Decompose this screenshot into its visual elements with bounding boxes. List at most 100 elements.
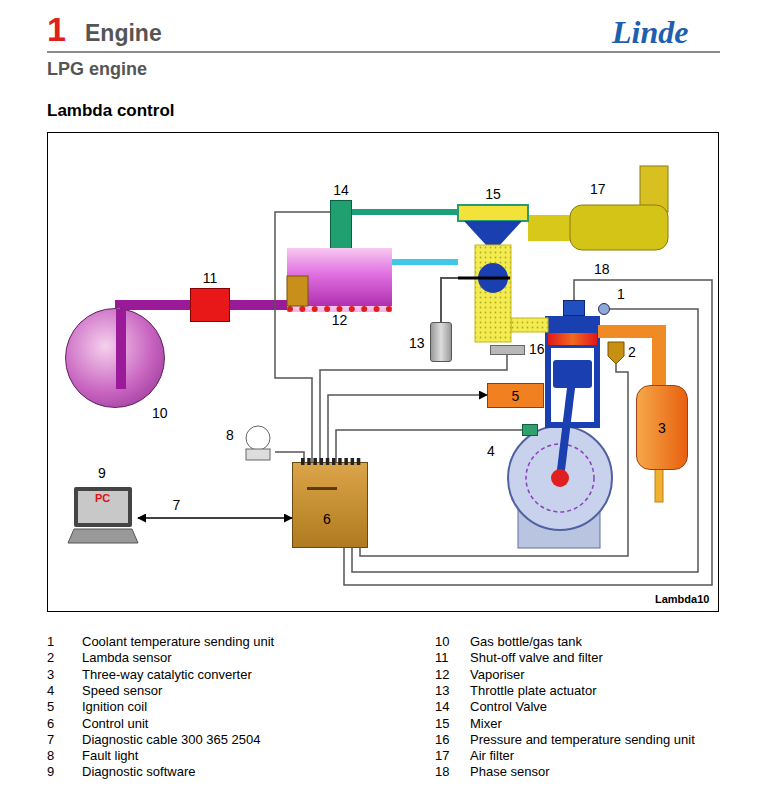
callout-number: 17 — [590, 181, 606, 197]
pressure-sensor: 16 — [490, 345, 525, 355]
heading-label: LPG engine — [47, 59, 147, 80]
vaporiser-inlet — [287, 276, 308, 306]
signal-wire — [352, 309, 698, 572]
parts-list-number: 15 — [435, 716, 449, 731]
parts-list-text: Fault light — [82, 748, 138, 763]
parts-list-number: 3 — [47, 667, 54, 682]
callout-number: 14 — [311, 182, 371, 198]
parts-list-text: Control unit — [82, 716, 148, 731]
parts-list-number: 18 — [435, 764, 449, 779]
callout-number: 11 — [171, 270, 249, 286]
laptop: 9PC — [68, 487, 138, 543]
catalytic-converter: 3 — [636, 385, 688, 470]
callout-number: 12 — [267, 312, 412, 328]
parts-list-number: 1 — [47, 634, 54, 649]
gas-hose — [352, 209, 458, 215]
signal-wire — [275, 452, 304, 462]
speed-sensor: 4 — [522, 424, 538, 436]
air-filter: 17 — [570, 205, 668, 250]
ignition-coil: 5 — [487, 383, 544, 408]
tail-pipe — [655, 466, 663, 502]
piston — [553, 360, 592, 388]
parts-list-text: Vaporiser — [470, 667, 525, 682]
parts-list-text: Control Valve — [470, 699, 547, 714]
sensor-body — [608, 342, 624, 364]
gas-hose — [392, 259, 458, 265]
crank-pin — [551, 469, 569, 487]
parts-list-number: 4 — [47, 683, 54, 698]
callout-number: 2 — [628, 344, 636, 360]
tank-pipe — [116, 309, 126, 389]
parts-list-text: Diagnostic cable 300 365 2504 — [82, 732, 261, 747]
callout-number: 15 — [438, 186, 548, 202]
connector-pin — [332, 458, 336, 465]
shape-outline — [293, 463, 367, 547]
connector-pin — [313, 458, 317, 465]
parts-list-number: 7 — [47, 732, 54, 747]
callout-number: 1 — [617, 286, 625, 302]
shape-outline — [570, 205, 668, 250]
callout-number: 8 — [226, 427, 234, 443]
crankcase — [508, 426, 612, 530]
parts-list-text: Gas bottle/gas tank — [470, 634, 582, 649]
diagram-title: Lambda control — [47, 101, 175, 121]
connector-pin — [344, 458, 348, 465]
callout-number: 4 — [487, 443, 495, 459]
lamp-base — [246, 449, 270, 460]
vaporiser: 12 — [287, 248, 392, 312]
shape-outline — [458, 205, 528, 342]
parts-list-number: 13 — [435, 683, 449, 698]
edge-label: 7 — [171, 497, 183, 513]
parts-list-text: Shut-off valve and filter — [470, 650, 603, 665]
callout-number: 3 — [637, 420, 687, 436]
cylinder-head — [545, 316, 600, 345]
heading-label: Lambda10 — [655, 593, 709, 605]
diagnostic-cable — [138, 517, 292, 519]
air-duct — [528, 215, 570, 241]
connector-pin — [326, 458, 330, 465]
header-rule — [47, 51, 720, 53]
bulb — [246, 426, 270, 450]
parts-list-text: Ignition coil — [82, 699, 147, 714]
lambda-sensor: 2 — [608, 342, 624, 364]
heading-label: Linde — [612, 14, 688, 51]
parts-list-number: 5 — [47, 699, 54, 714]
signal-wire — [336, 430, 522, 462]
parts-list-number: 11 — [435, 650, 449, 665]
mixer-body — [475, 245, 511, 342]
throttle-linkage — [441, 278, 458, 322]
exhaust-down-pipe — [652, 325, 666, 387]
parts-list-text: Speed sensor — [82, 683, 162, 698]
parts-list-number: 6 — [47, 716, 54, 731]
gas-tank: 10 — [65, 308, 165, 408]
connector-pin — [338, 458, 342, 465]
screen-text: PC — [95, 492, 110, 504]
parts-list-number: 2 — [47, 650, 54, 665]
parts-list-text: Phase sensor — [470, 764, 550, 779]
callout-number: 13 — [409, 335, 425, 351]
screen-frame — [74, 487, 132, 527]
parts-list-number: 17 — [435, 748, 449, 763]
mixer-top — [458, 205, 528, 221]
combustion-chamber — [548, 333, 597, 345]
screen — [78, 491, 128, 523]
gas-pipe — [230, 300, 287, 310]
connector-pin — [320, 458, 324, 465]
shutoff-valve: 11 — [190, 288, 230, 322]
callout-number: 18 — [594, 261, 610, 277]
coolant-sensor: 1 — [598, 303, 610, 315]
signal-wire — [320, 355, 507, 462]
parts-list-text: Coolant temperature sending unit — [82, 634, 274, 649]
parts-list-number: 12 — [435, 667, 449, 682]
parts-list-text: Pressure and temperature sending unit — [470, 732, 695, 747]
parts-list-number: 10 — [435, 634, 449, 649]
phase-sensor: 18 — [563, 300, 585, 316]
shape-outline — [240, 425, 275, 462]
parts-list-number: 9 — [47, 764, 54, 779]
shape-outline — [287, 248, 392, 306]
callout-number: 9 — [98, 465, 106, 481]
gas-pipe — [120, 305, 190, 308]
parts-list-text: Throttle plate actuator — [470, 683, 596, 698]
filter-body — [570, 205, 668, 250]
